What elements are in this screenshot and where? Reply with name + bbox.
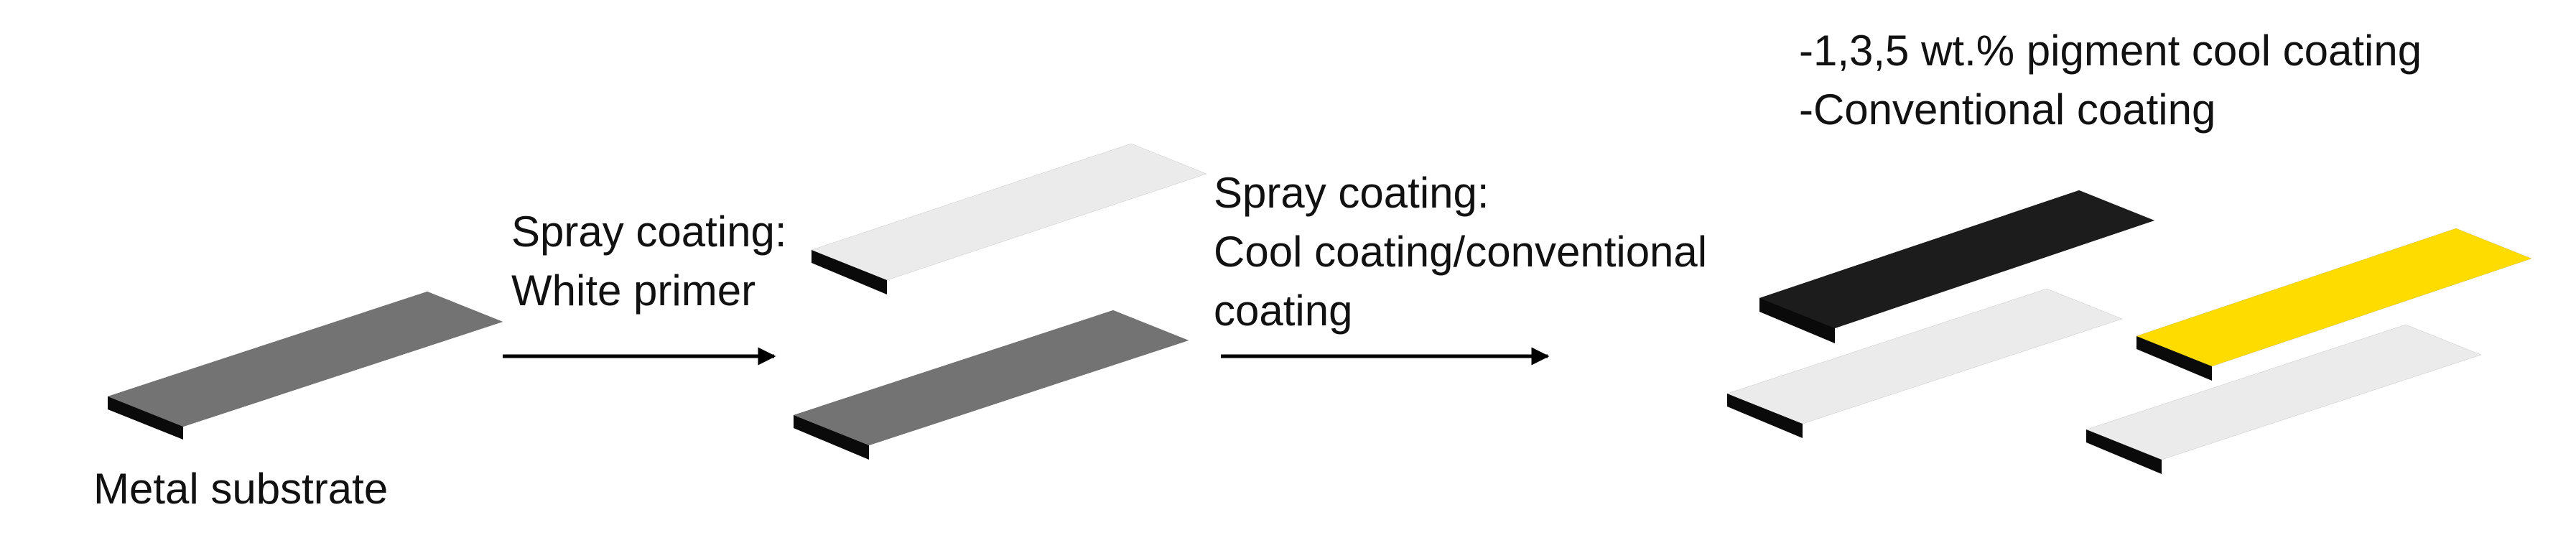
- step2-detail-line1: Cool coating/conventional: [1214, 228, 1708, 276]
- step2-detail-line2: coating: [1214, 287, 1353, 335]
- conventional-coating-plate: [2136, 228, 2531, 381]
- white-primer-plate: [2086, 325, 2481, 474]
- step2-title: Spray coating:: [1214, 169, 1489, 217]
- step1-detail: White primer: [511, 266, 756, 315]
- white-primer-plate: [1727, 289, 2122, 438]
- cool-coating-plate: [1759, 190, 2154, 343]
- coating-type-2: -Conventional coating: [1799, 85, 2216, 134]
- white-primer-plate: [812, 144, 1206, 294]
- step1-label: Spray coating: White primer: [511, 203, 787, 320]
- metal-substrate-plate: [108, 292, 503, 440]
- coating-types-label: -1,3,5 wt.% pigment cool coating -Conven…: [1799, 22, 2422, 139]
- metal-substrate-plate: [794, 310, 1189, 460]
- step2-label: Spray coating: Cool coating/conventional…: [1214, 164, 1707, 340]
- coating-type-1: -1,3,5 wt.% pigment cool coating: [1799, 27, 2422, 75]
- step1-title: Spray coating:: [511, 208, 787, 256]
- metal-substrate-label: Metal substrate: [93, 465, 389, 513]
